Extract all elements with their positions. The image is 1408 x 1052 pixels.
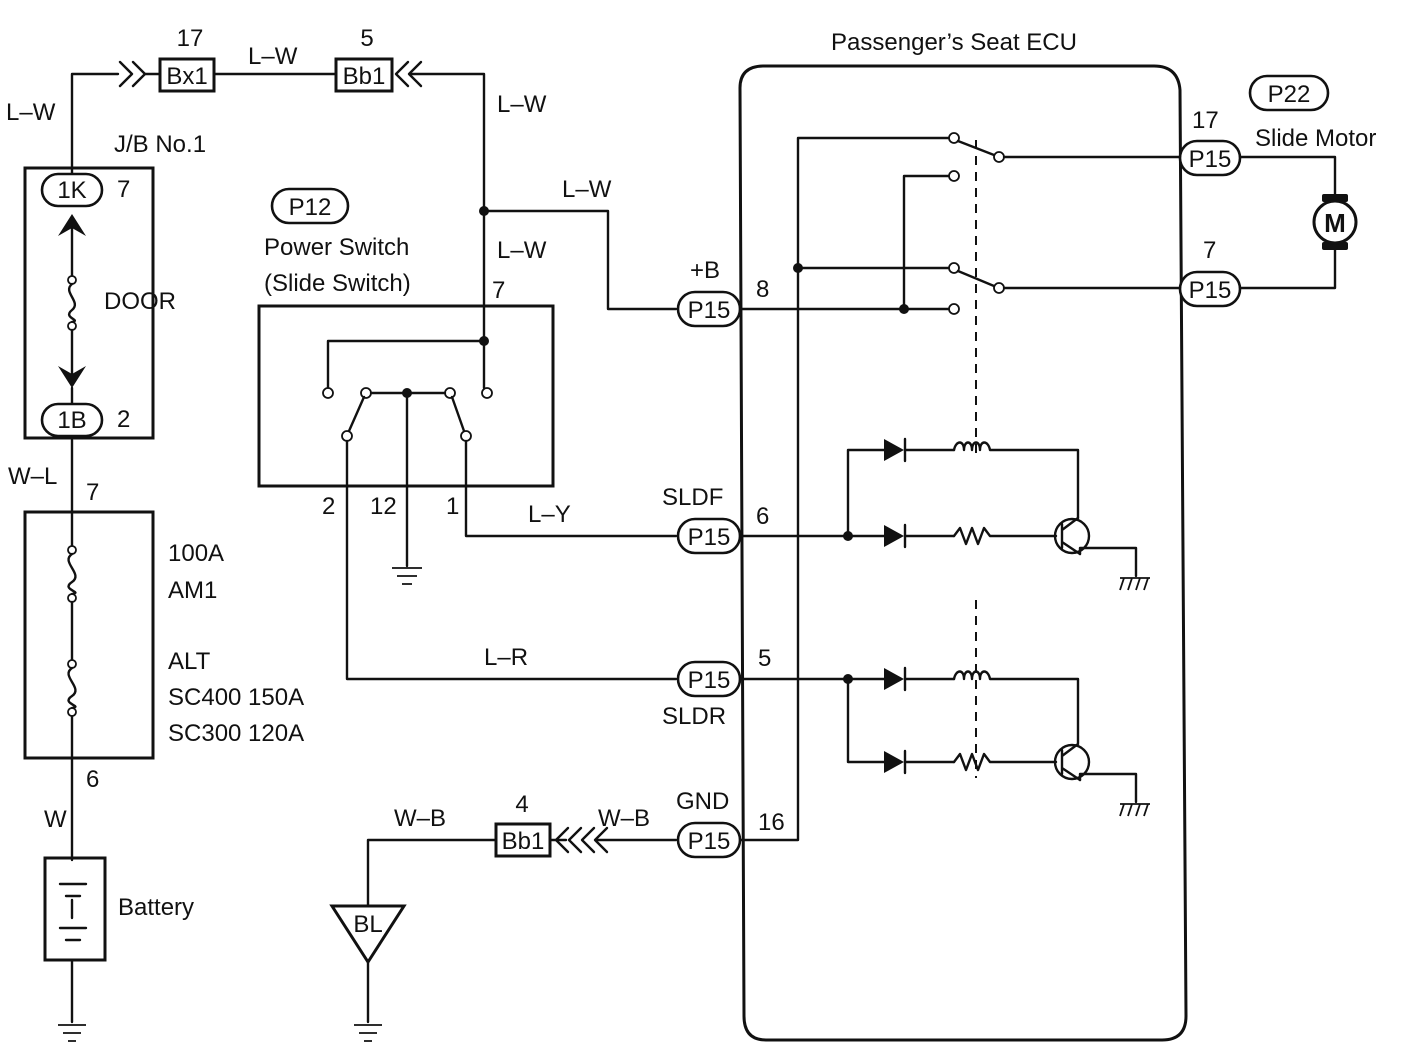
fusible-pin-top: 7	[86, 479, 99, 506]
connector-bb1-bottom-pin: 4	[515, 791, 528, 818]
ecu-connector-plusb: P15 +B 8	[676, 257, 769, 328]
slide-motor-code-badge	[1248, 74, 1330, 112]
power-switch-pin-12: 12	[370, 493, 397, 520]
connector-bx1-pin: 17	[177, 25, 204, 52]
wire-color-wb-right: W–B	[598, 805, 650, 832]
wire-color-lw-left: L–W	[6, 99, 56, 126]
jb-label: J/B No.1	[114, 131, 206, 158]
motor-symbol-letter: M	[1324, 208, 1346, 238]
ecu-terminal-sldf-pin: 6	[756, 503, 769, 530]
motor-symbol	[1312, 199, 1358, 245]
fusible-alt-sc300: SC300 120A	[168, 720, 304, 747]
power-feed-wiring	[58, 60, 678, 1042]
ecu-connector-gnd: P15 GND 16	[676, 788, 785, 859]
ecu-connector-sldf: P15 SLDF 6	[662, 484, 769, 555]
jb-connector-1k	[40, 172, 104, 208]
ecu-terminal-plusb-pin: 8	[756, 276, 769, 303]
ecu-internal-wiring	[738, 132, 1182, 842]
jb-connector-1b	[40, 402, 104, 438]
slide-motor-code: P22	[1268, 81, 1311, 108]
wire-color-lw-top: L–W	[248, 43, 298, 70]
ecu-connector-motor-17-label: P15	[1189, 146, 1232, 173]
wire-color-lw-right: L–W	[497, 91, 547, 118]
ecu-terminal-gnd-name: GND	[676, 788, 729, 815]
ground-path	[354, 826, 678, 1042]
slide-motor-title: Slide Motor	[1255, 125, 1376, 152]
bb1-top-arrow	[394, 60, 423, 88]
ecu-connector-gnd-label: P15	[688, 828, 731, 855]
power-switch-code-badge	[270, 187, 350, 225]
jb-arrow-down	[58, 366, 86, 388]
battery-symbol	[43, 856, 107, 962]
ecu-terminal-sldr-pin: 5	[758, 645, 771, 672]
power-switch-pin-2: 2	[322, 493, 335, 520]
ground-point-bl: BL	[329, 904, 407, 965]
fusible-am1-rating: 100A	[168, 540, 224, 567]
power-switch-code: P12	[289, 194, 332, 221]
jb-pin-bottom: 2	[117, 406, 130, 433]
ecu-connector-motor-7-label: P15	[1189, 277, 1232, 304]
wire-color-lr: L–R	[484, 644, 528, 671]
ecu-connector-sldr-label: P15	[688, 667, 731, 694]
power-switch-subtitle: (Slide Switch)	[264, 270, 411, 297]
jb-arrow-up	[58, 214, 86, 236]
ecu-terminal-motor-17-pin: 17	[1192, 107, 1219, 134]
battery: Battery	[43, 856, 194, 962]
ecu-outline	[738, 64, 1188, 1042]
ecu-terminal-sldf-name: SLDF	[662, 484, 723, 511]
junction-block: J/B No.1 1K 7 DOOR 1B 2	[23, 131, 206, 440]
connector-bb1-bottom-label: Bb1	[502, 828, 545, 855]
fusible-alt-name: ALT	[168, 648, 211, 675]
connector-bx1-label: Bx1	[166, 63, 207, 90]
fusible-link-block: 7 100A AM1 ALT SC400 150A SC300 120A 6	[23, 479, 304, 793]
slide-motor: P22 Slide Motor M	[1238, 74, 1376, 290]
jb-connector-1k-label: 1K	[57, 177, 86, 204]
ecu-connector-sldf-label: P15	[688, 524, 731, 551]
wire-color-w: W	[44, 806, 67, 833]
ecu-terminal-gnd-pin: 16	[758, 809, 785, 836]
power-switch-pin-7: 7	[492, 277, 505, 304]
battery-label: Battery	[118, 894, 194, 921]
jb-pin-top: 7	[117, 176, 130, 203]
ecu-terminal-plusb-name: +B	[690, 257, 720, 284]
power-switch-pin-1: 1	[446, 493, 459, 520]
power-switch: P12 Power Switch (Slide Switch) 7 2 12 1	[257, 187, 678, 681]
connector-bb1-bottom: Bb1 4	[494, 791, 583, 858]
ecu-terminal-sldr-name: SLDR	[662, 703, 726, 730]
ground-point-bl-label: BL	[353, 911, 382, 938]
connector-bx1: Bx1 17	[158, 25, 216, 93]
ecu-connector-motor-7: P15 7	[1178, 237, 1242, 308]
fusible-am1-name: AM1	[168, 577, 217, 604]
jb-fuse-label: DOOR	[104, 288, 176, 315]
wire-color-lw-c: L–W	[497, 237, 547, 264]
ecu-connector-sldr: P15 SLDR 5	[662, 645, 771, 730]
wire-color-ly: L–Y	[528, 501, 571, 528]
connector-bb1-top: Bb1 5	[334, 25, 394, 93]
ecu-connector-plusb-label: P15	[688, 297, 731, 324]
ecu-connector-motor-17: P15 17	[1178, 107, 1242, 177]
connector-bb1-top-pin: 5	[360, 25, 373, 52]
ecu-terminal-motor-7-pin: 7	[1203, 237, 1216, 264]
ecu-title: Passenger’s Seat ECU	[831, 29, 1077, 56]
wire-color-lw-b: L–W	[562, 176, 612, 203]
junction-dot	[479, 206, 489, 216]
fusible-alt-sc400: SC400 150A	[168, 684, 304, 711]
fusible-pin-bottom: 6	[86, 766, 99, 793]
wire-color-wl: W–L	[8, 463, 57, 490]
connector-bb1-top-label: Bb1	[343, 63, 386, 90]
jb-connector-1b-label: 1B	[57, 407, 86, 434]
power-switch-title: Power Switch	[264, 234, 409, 261]
wire-color-wb-left: W–B	[394, 805, 446, 832]
